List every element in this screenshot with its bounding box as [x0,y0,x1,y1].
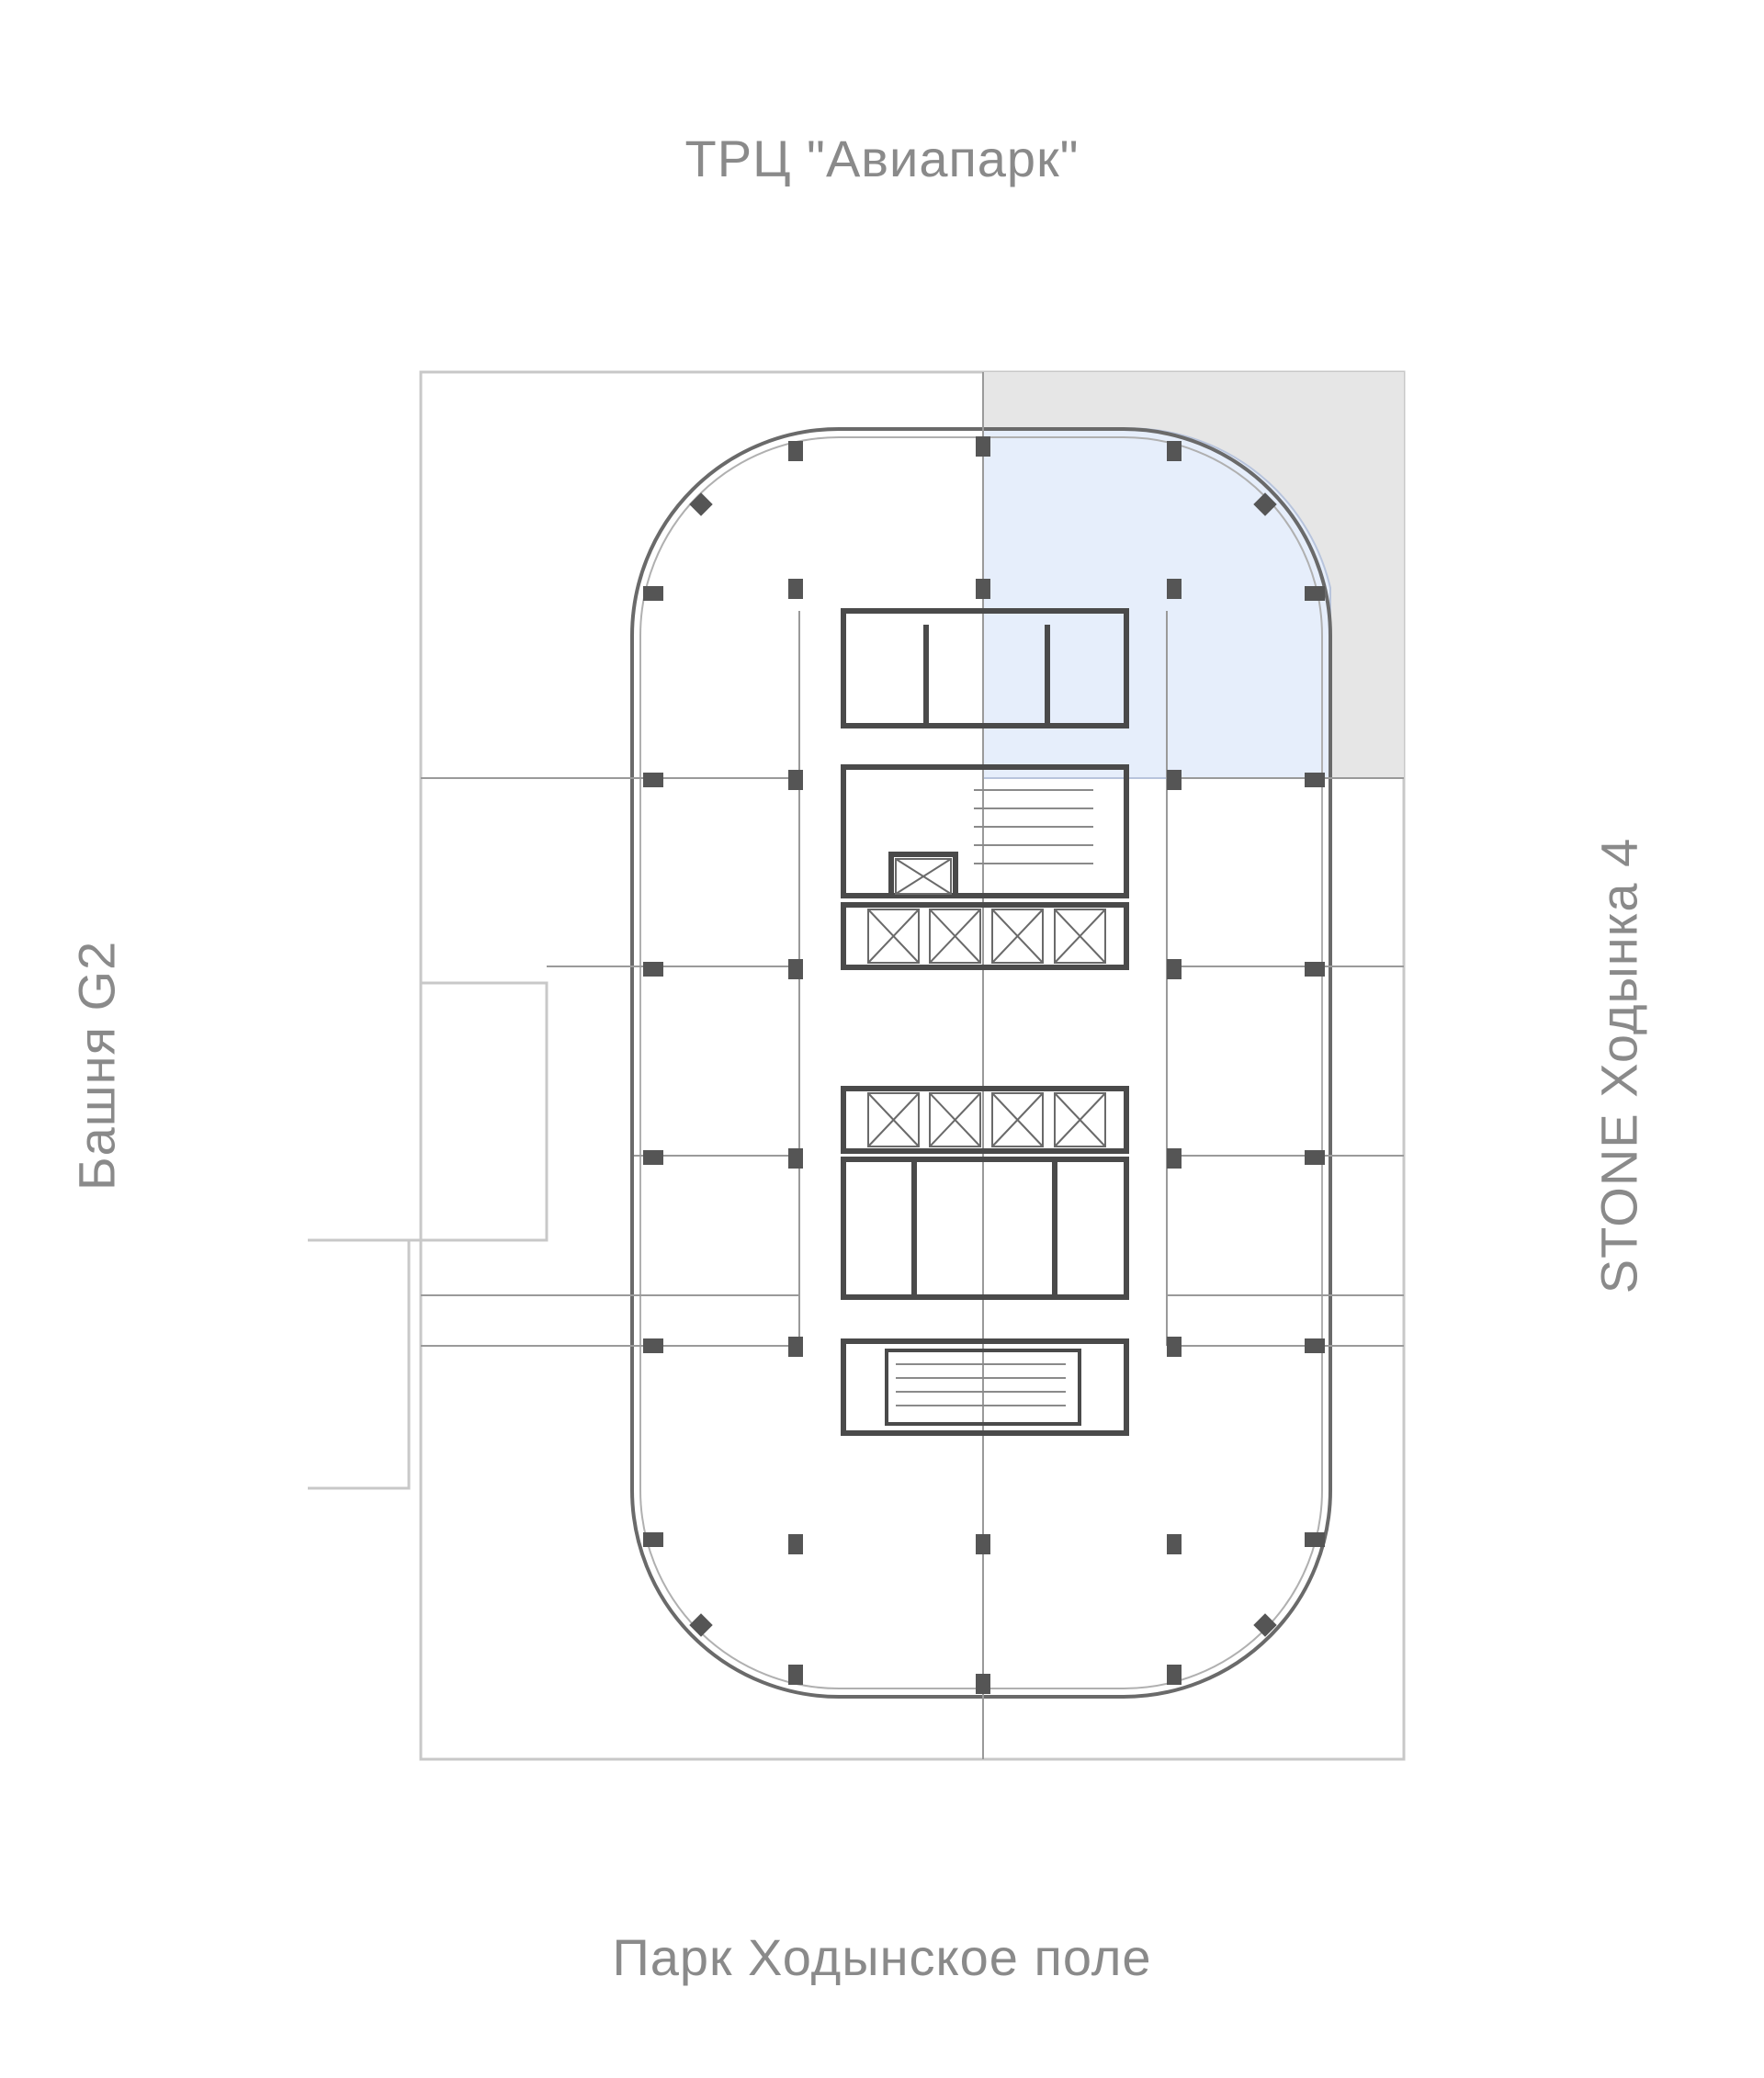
building-core [841,608,1129,1436]
building-outline [630,427,1332,1699]
grid-lines [421,372,1404,1759]
elevator-shafts [867,858,1106,1147]
south-neighbor-label: Парк Ходынское поле [612,1928,1152,1986]
stairs [896,789,1093,1406]
north-neighbor-label: ТРЦ "Авиапарк" [684,130,1080,187]
structural-columns [643,436,1325,1694]
